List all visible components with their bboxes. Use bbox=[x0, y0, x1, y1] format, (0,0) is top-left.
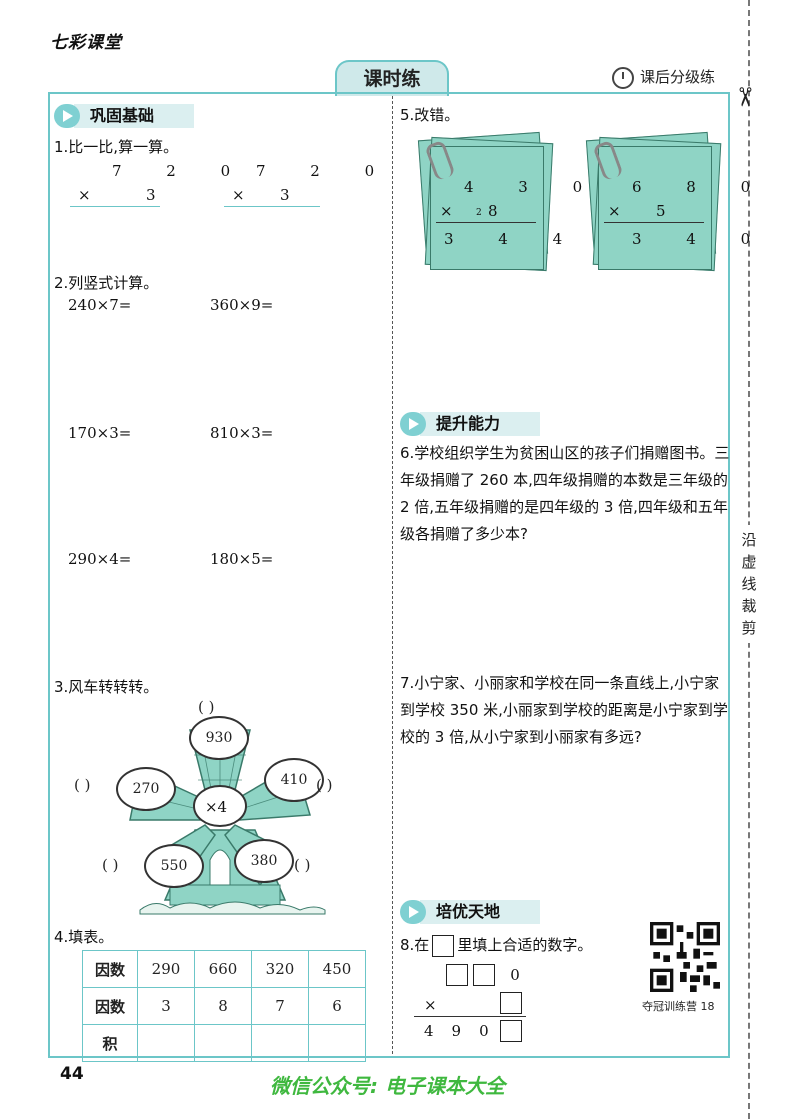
q8-op: × bbox=[424, 996, 437, 1014]
table-row: 因数 3 8 7 6 bbox=[82, 987, 366, 1025]
table-row: 积 bbox=[82, 1024, 366, 1062]
windmill-value: 380 bbox=[234, 839, 294, 883]
q4-label: 4.填表。 bbox=[54, 928, 114, 946]
q2-item: 810×3= bbox=[210, 424, 274, 442]
content-frame bbox=[48, 92, 730, 1058]
play-icon bbox=[400, 900, 426, 924]
q1b-top: 7 2 0 bbox=[256, 162, 395, 180]
table-cell: 450 bbox=[308, 950, 366, 988]
q1a-op: × bbox=[78, 186, 91, 204]
page-title: 课时练 bbox=[335, 60, 449, 96]
cut-instruction: 沿虚线裁剪 bbox=[738, 525, 760, 643]
footer-watermark: 微信公众号: 电子课本大全 bbox=[270, 1074, 505, 1098]
correction-card-a bbox=[430, 146, 544, 270]
digit-box[interactable] bbox=[473, 964, 496, 986]
qr-caption: 夺冠训练营 18 bbox=[642, 1000, 715, 1013]
answer-cell[interactable] bbox=[251, 1024, 309, 1062]
q2-item: 290×4= bbox=[68, 550, 132, 568]
q5a-top: 4 3 0 bbox=[464, 178, 603, 196]
q6-text: 6.学校组织学生为贫困山区的孩子们捐赠图书。三年级捐赠了 260 本,四年级捐赠… bbox=[400, 444, 730, 543]
digit-box[interactable] bbox=[500, 992, 522, 1014]
windmill-value: 410 bbox=[264, 758, 324, 802]
sample-box bbox=[432, 934, 455, 957]
table-cell: 6 bbox=[308, 987, 366, 1025]
q5b-result: 3 4 0 bbox=[632, 230, 771, 248]
q1b-rule bbox=[224, 206, 320, 207]
scissors-icon: ✂ bbox=[728, 86, 759, 108]
windmill-center: ×4 bbox=[204, 798, 228, 816]
q5b-bottom: 5 bbox=[656, 202, 666, 220]
table-cell: 320 bbox=[251, 950, 309, 988]
q5b-op: × bbox=[608, 202, 621, 220]
table-cell: 7 bbox=[251, 987, 309, 1025]
q1a-bottom: 3 bbox=[146, 186, 156, 204]
q5-label: 5.改错。 bbox=[400, 106, 460, 124]
q2-item: 180×5= bbox=[210, 550, 274, 568]
q5a-result: 3 4 4 bbox=[444, 230, 583, 248]
answer-blank[interactable]: ( ) bbox=[316, 776, 333, 794]
q8-rule bbox=[414, 1016, 526, 1017]
column-divider bbox=[392, 96, 393, 1054]
q5a-op: × bbox=[440, 202, 453, 220]
section-excel: 培优天地 bbox=[400, 900, 540, 924]
answer-blank[interactable]: ( ) bbox=[74, 776, 91, 794]
q2-item: 240×7= bbox=[68, 296, 132, 314]
q1b-op: × bbox=[232, 186, 245, 204]
q4-table: 因数 290 660 320 450 因数 3 8 7 6 积 bbox=[82, 950, 366, 1062]
q2-label: 2.列竖式计算。 bbox=[54, 274, 159, 292]
section-improve: 提升能力 bbox=[400, 412, 540, 436]
q8-label: 8.在里填上合适的数字。 bbox=[400, 934, 592, 957]
q5b-top: 6 8 0 bbox=[632, 178, 771, 196]
answer-blank[interactable]: ( ) bbox=[294, 856, 311, 874]
play-icon bbox=[400, 412, 426, 436]
brand-logo: 七彩课堂 bbox=[50, 33, 122, 53]
table-header: 积 bbox=[82, 1024, 138, 1062]
q1a-rule bbox=[70, 206, 160, 207]
section-basic: 巩固基础 bbox=[54, 104, 194, 128]
q1a-top: 7 2 0 bbox=[112, 162, 251, 180]
q5a-bottom: 8 bbox=[488, 202, 498, 220]
qr-code-icon[interactable] bbox=[650, 922, 720, 992]
level-label: 课后分级练 bbox=[612, 66, 715, 89]
windmill-value: 270 bbox=[116, 767, 176, 811]
windmill-value: 930 bbox=[189, 716, 249, 760]
table-cell: 290 bbox=[137, 950, 195, 988]
q8-top-digit: 0 bbox=[510, 965, 520, 984]
table-cell: 660 bbox=[194, 950, 252, 988]
q7-text: 7.小宁家、小丽家和学校在同一条直线上,小宁家到学校 350 米,小丽家到学校的… bbox=[400, 674, 728, 746]
q3-label: 3.风车转转转。 bbox=[54, 678, 159, 696]
answer-blank[interactable]: ( ) bbox=[198, 698, 215, 716]
q5a-rule bbox=[436, 222, 536, 223]
table-row: 因数 290 660 320 450 bbox=[82, 950, 366, 988]
answer-blank[interactable]: ( ) bbox=[102, 856, 119, 874]
q8-top-row: 0 bbox=[446, 964, 520, 986]
page-number: 44 bbox=[60, 1064, 84, 1084]
table-header: 因数 bbox=[82, 950, 138, 988]
play-icon bbox=[54, 104, 80, 128]
table-cell: 8 bbox=[194, 987, 252, 1025]
table-header: 因数 bbox=[82, 987, 138, 1025]
q5b-rule bbox=[604, 222, 704, 223]
windmill-value: 550 bbox=[144, 844, 204, 888]
answer-cell[interactable] bbox=[194, 1024, 252, 1062]
clock-icon bbox=[612, 66, 634, 89]
answer-cell[interactable] bbox=[308, 1024, 366, 1062]
q1b-bottom: 3 bbox=[280, 186, 290, 204]
q2-item: 170×3= bbox=[68, 424, 132, 442]
digit-box[interactable] bbox=[500, 1020, 522, 1042]
q2-item: 360×9= bbox=[210, 296, 274, 314]
correction-card-b bbox=[598, 146, 712, 270]
q1-label: 1.比一比,算一算。 bbox=[54, 138, 179, 156]
q5a-carry: 2 bbox=[476, 208, 482, 218]
answer-cell[interactable] bbox=[137, 1024, 195, 1062]
table-cell: 3 bbox=[137, 987, 195, 1025]
q8-result: 490 bbox=[424, 1022, 507, 1040]
digit-box[interactable] bbox=[446, 964, 468, 986]
